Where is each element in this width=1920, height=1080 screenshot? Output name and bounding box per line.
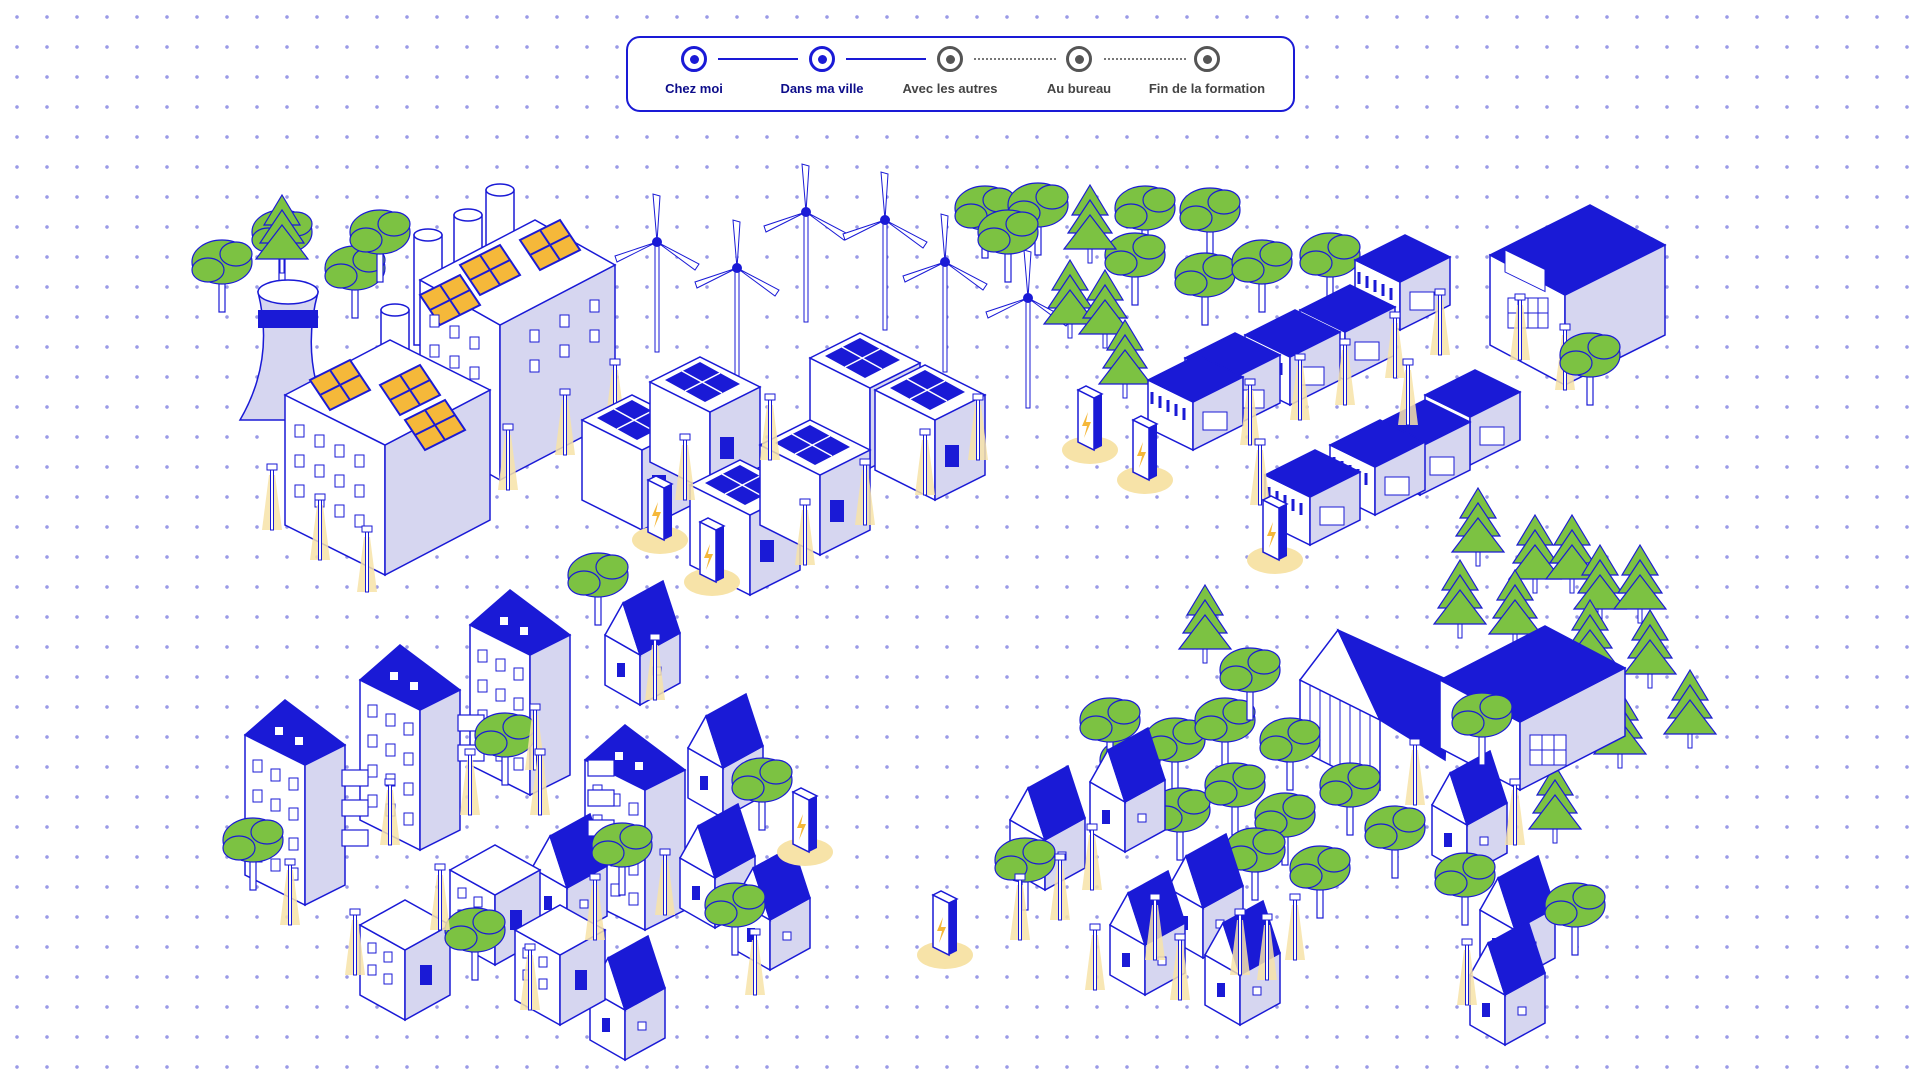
commercial-district [954,182,1667,575]
step-dans-ma-ville[interactable]: Dans ma ville [752,46,892,106]
step-current-icon [809,46,835,72]
step-pending-icon [1066,46,1092,72]
step-au-bureau[interactable]: Au bureau [1009,46,1149,106]
step-label: Dans ma ville [780,81,864,96]
step-fin-de-la-formation[interactable]: Fin de la formation [1137,46,1277,106]
step-label: Avec les autres [902,81,998,96]
step-connector [718,58,798,60]
step-connector [846,58,926,60]
step-connector [974,58,1056,60]
step-label: Chez moi [665,81,723,96]
step-avec-les-autres[interactable]: Avec les autres [880,46,1020,106]
step-completed-icon [681,46,707,72]
factory-building [283,339,492,577]
step-label: Fin de la formation [1148,81,1266,96]
step-connector [1104,58,1186,60]
step-chez-moi[interactable]: Chez moi [624,46,764,106]
barn-building [1298,628,1449,792]
green-district [916,487,1717,1046]
energy-district [191,163,1071,597]
step-pending-icon [1194,46,1220,72]
residential-district [222,552,834,1061]
step-label: Au bureau [1046,81,1112,96]
step-pending-icon [937,46,963,72]
progress-stepper: Chez moi Dans ma ville Avec les autres A… [626,36,1295,112]
